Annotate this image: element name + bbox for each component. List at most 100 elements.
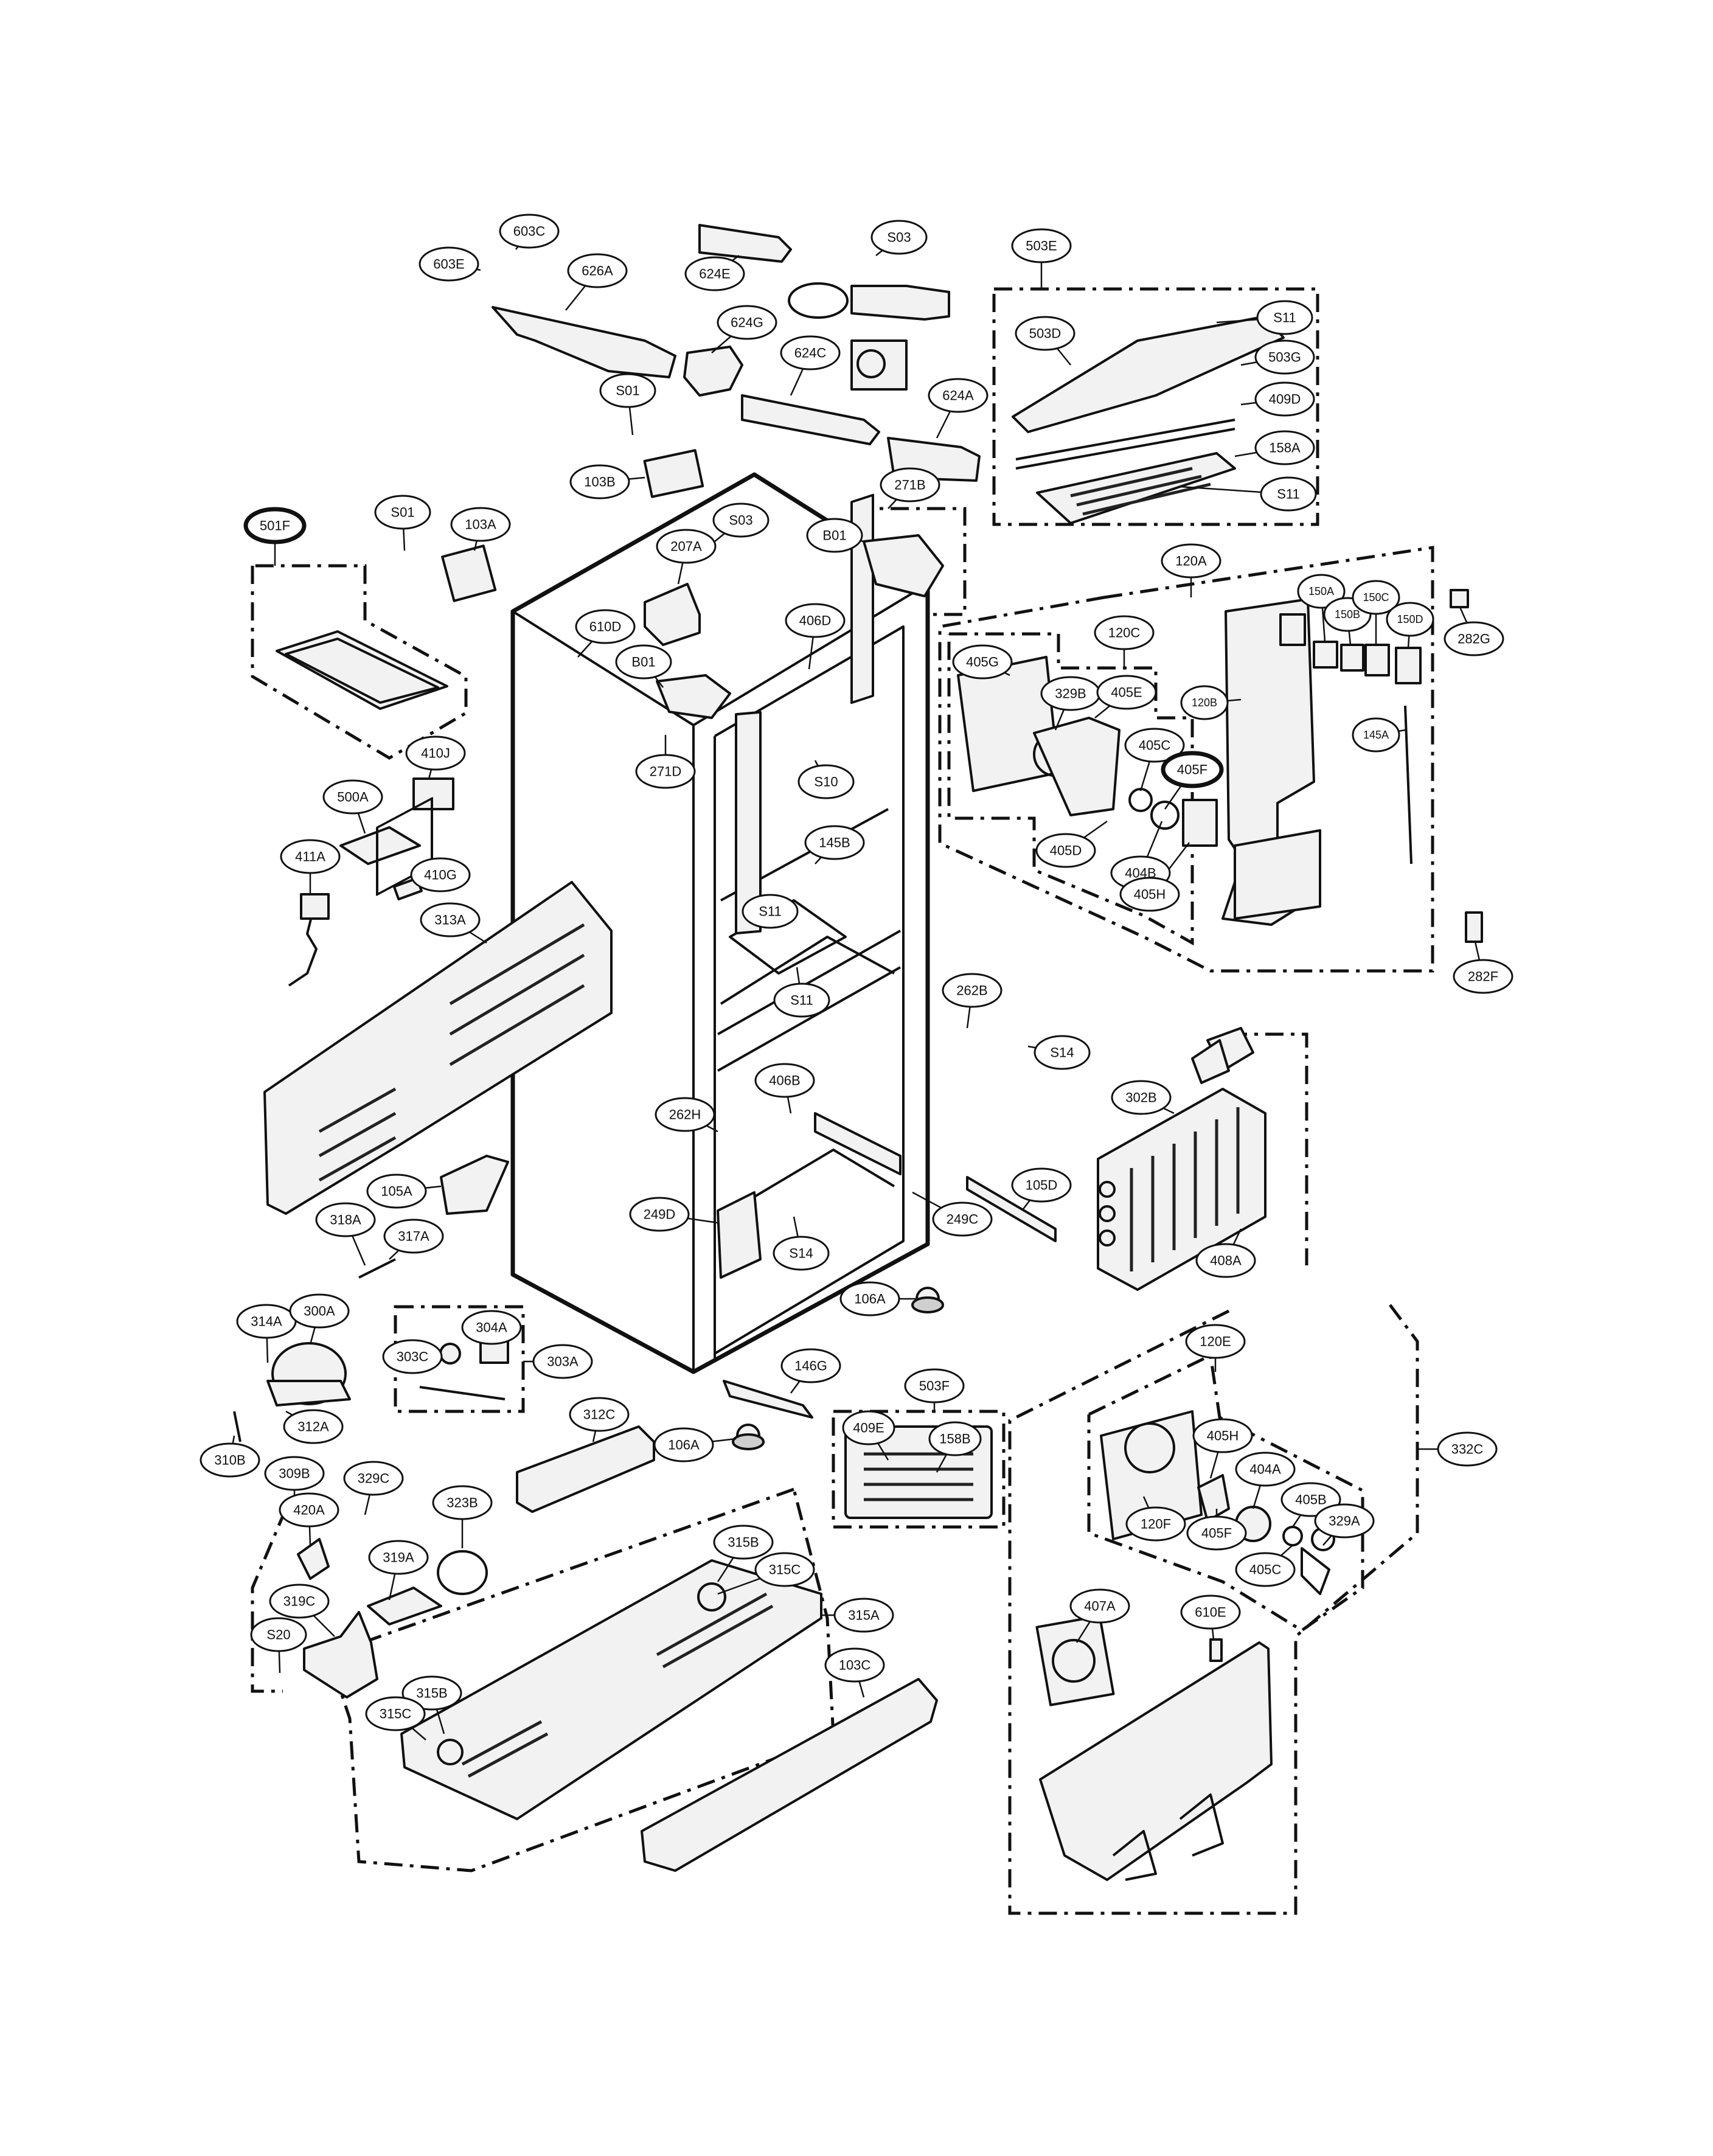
kick-plate-103C xyxy=(641,1678,938,1872)
part-label-150C: 150C xyxy=(1352,580,1400,615)
label-text: 103B xyxy=(584,475,615,490)
part-label-503F: 503F xyxy=(904,1368,965,1403)
part-label-624C: 624C xyxy=(780,335,841,370)
ice-maker-rail-626A xyxy=(492,306,676,378)
part-label-315Cb: 315C xyxy=(365,1696,426,1731)
label-text: 282F xyxy=(1468,969,1498,984)
part-150D xyxy=(1395,647,1422,684)
label-text: 603E xyxy=(433,257,464,272)
label-text: S20 xyxy=(266,1627,290,1643)
cover-312C xyxy=(516,1425,655,1513)
label-text: 103A xyxy=(465,517,496,532)
label-oval xyxy=(1314,1503,1375,1539)
part-label-405Hb: 405H xyxy=(1192,1418,1253,1453)
part-label-262H: 262H xyxy=(655,1097,715,1132)
part-label-302B: 302B xyxy=(1111,1080,1172,1115)
part-label-500A: 500A xyxy=(322,779,383,815)
fan-120C-group xyxy=(957,656,1218,847)
part-label-S14b: S14 xyxy=(773,1236,830,1271)
label-oval xyxy=(1437,1431,1498,1467)
label-oval xyxy=(264,1456,325,1491)
label-text: S11 xyxy=(1277,487,1300,502)
label-oval xyxy=(1297,574,1346,609)
label-oval xyxy=(1035,833,1096,868)
label-oval xyxy=(1235,1552,1296,1587)
label-oval xyxy=(322,779,383,815)
label-oval xyxy=(742,894,799,929)
label-oval xyxy=(1195,1243,1256,1278)
label-oval xyxy=(1235,1452,1296,1487)
label-text: 410J xyxy=(421,746,450,761)
label-oval xyxy=(461,1310,522,1345)
label-oval xyxy=(567,253,628,288)
label-oval xyxy=(269,1584,330,1619)
part-label-282F: 282F xyxy=(1453,959,1513,994)
label-oval xyxy=(283,1409,344,1444)
label-oval xyxy=(405,735,466,771)
label-text: S01 xyxy=(391,505,414,520)
label-oval xyxy=(635,754,696,789)
label-text: 120B xyxy=(1192,697,1217,709)
part-label-158B: 158B xyxy=(928,1421,982,1456)
bracket-207A xyxy=(644,583,701,646)
label-oval xyxy=(952,644,1013,680)
label-oval xyxy=(785,603,846,638)
part-label-405H: 405H xyxy=(1119,877,1180,912)
label-text: 312C xyxy=(583,1407,616,1422)
motor-624G xyxy=(683,346,743,397)
label-text: 309B xyxy=(279,1466,310,1481)
part-label-271B: 271B xyxy=(880,467,940,502)
part-label-312C: 312C xyxy=(569,1397,630,1432)
label-text: 405E xyxy=(1111,685,1142,700)
ice-bin-503E xyxy=(1012,315,1285,524)
part-label-304A: 304A xyxy=(461,1310,522,1345)
heater-145A xyxy=(1404,705,1412,864)
part-label-503E: 503E xyxy=(1011,228,1072,263)
label-text: 405C xyxy=(1249,1562,1282,1577)
part-label-405E: 405E xyxy=(1096,675,1157,710)
fan-group-332C xyxy=(1035,1410,1335,1881)
part-label-405D: 405D xyxy=(1035,833,1096,868)
label-oval xyxy=(1161,751,1224,788)
label-text: 150A xyxy=(1308,585,1334,597)
label-text: 300A xyxy=(304,1304,335,1319)
part-label-624A: 624A xyxy=(928,378,989,413)
label-oval xyxy=(365,1696,426,1731)
label-oval xyxy=(280,839,341,874)
housing-panel xyxy=(1039,1641,1273,1881)
part-label-405C: 405C xyxy=(1124,728,1185,763)
part-label-317A: 317A xyxy=(383,1219,444,1254)
label-oval xyxy=(880,467,940,502)
part-label-120C: 120C xyxy=(1094,615,1155,650)
label-oval xyxy=(713,1525,774,1560)
label-oval xyxy=(1256,300,1313,335)
label-text: 610E xyxy=(1195,1605,1226,1620)
label-oval xyxy=(754,1063,815,1098)
label-text: 105A xyxy=(381,1184,412,1199)
cover-105A xyxy=(440,1155,509,1215)
part-label-624E: 624E xyxy=(684,256,745,291)
label-text: 312A xyxy=(297,1419,329,1434)
label-oval xyxy=(569,464,630,499)
label-oval xyxy=(1096,675,1157,710)
label-oval xyxy=(1185,1324,1246,1359)
part-label-624G: 624G xyxy=(717,305,777,340)
label-oval xyxy=(1260,476,1317,512)
label-text: 150D xyxy=(1397,613,1423,625)
label-text: 303A xyxy=(547,1354,579,1369)
cover-146G xyxy=(723,1380,813,1419)
label-oval xyxy=(1453,959,1513,994)
part-label-105A: 105A xyxy=(366,1174,427,1209)
part-label-406D: 406D xyxy=(785,603,846,638)
label-oval xyxy=(1125,1506,1186,1542)
part-label-249C: 249C xyxy=(932,1201,993,1237)
label-text: 503D xyxy=(1029,326,1062,341)
part-label-503D: 503D xyxy=(1015,316,1075,351)
part-282G xyxy=(1450,589,1469,608)
label-oval xyxy=(833,1598,894,1633)
duct-120B xyxy=(1221,589,1483,943)
label-text: 315A xyxy=(848,1608,880,1623)
label-text: 315B xyxy=(728,1535,759,1550)
module-624 xyxy=(850,339,908,391)
outline-302B xyxy=(1229,1032,1308,1265)
